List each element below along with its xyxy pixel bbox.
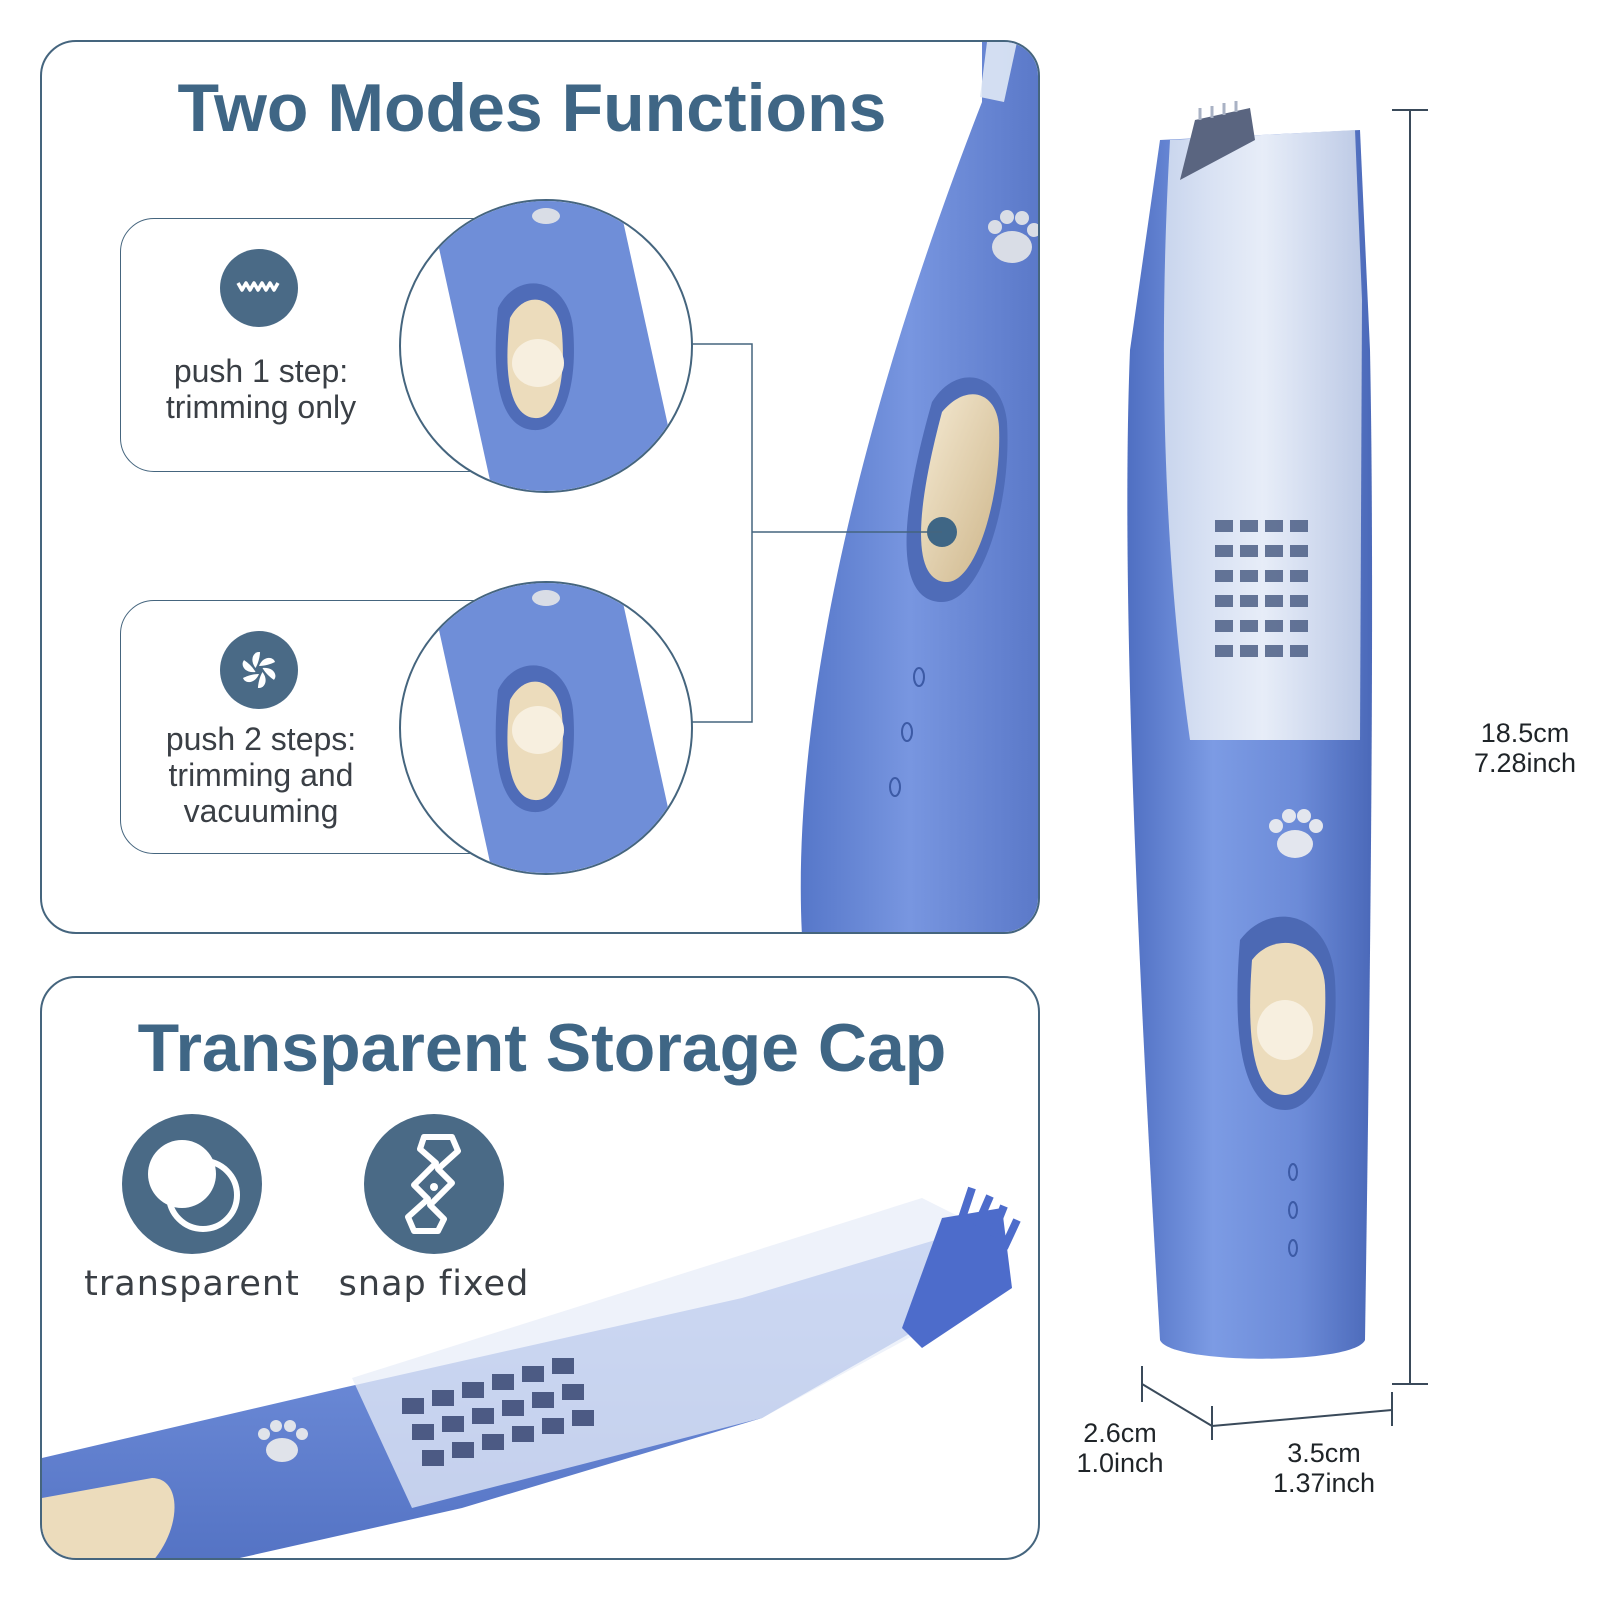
mode-1-description: push 1 step: trimming only — [121, 353, 401, 425]
mode-2-line-3: vacuuming — [183, 793, 339, 829]
connector-lines — [682, 343, 942, 723]
snap-link-icon — [364, 1114, 504, 1254]
depth-cm: 2.6cm — [1083, 1418, 1157, 1448]
zoom-circle-mode-2 — [399, 581, 693, 875]
mode-2-line-2: trimming and — [168, 757, 354, 793]
storage-cap-title: Transparent Storage Cap — [137, 1010, 947, 1086]
feature-label-snap-fixed: snap fixed — [338, 1264, 530, 1304]
two-modes-title: Two Modes Functions — [177, 70, 887, 146]
transparent-circles-icon — [122, 1114, 262, 1254]
mode-2-description: push 2 steps: trimming and vacuuming — [121, 721, 401, 829]
trimmer-cap-image — [42, 1186, 1021, 1558]
width-cm: 3.5cm — [1287, 1438, 1361, 1468]
depth-inch: 1.0inch — [1076, 1448, 1164, 1478]
height-cm: 18.5cm — [1480, 718, 1570, 748]
fan-icon — [220, 631, 298, 709]
trimmer-closeup-image — [800, 42, 1038, 932]
storage-cap-panel: Transparent Storage Cap transparent snap… — [40, 976, 1040, 1560]
depth-dimension-label: 2.6cm 1.0inch — [1060, 1418, 1180, 1478]
mode-1-line-2: trimming only — [165, 389, 357, 425]
mode-2-line-1: push 2 steps: — [165, 721, 357, 757]
feature-label-transparent: transparent — [84, 1264, 300, 1304]
height-inch: 7.28inch — [1473, 748, 1577, 778]
height-dimension-label: 18.5cm 7.28inch — [1460, 718, 1590, 778]
wave-icon — [220, 249, 298, 327]
mode-1-line-1: push 1 step: — [173, 353, 349, 389]
paw-print-icon-small — [258, 1420, 308, 1462]
two-modes-panel: Two Modes Functions push 1 step: trimmin… — [40, 40, 1040, 934]
trimmer-dimension-image — [1127, 101, 1373, 1359]
dimension-lines — [1141, 109, 1428, 1440]
zoom-circle-mode-1 — [399, 199, 693, 493]
paw-print-icon — [988, 210, 1038, 263]
width-inch: 1.37inch — [1272, 1468, 1376, 1498]
paw-print-icon-upright — [1269, 809, 1323, 858]
width-dimension-label: 3.5cm 1.37inch — [1254, 1438, 1394, 1498]
